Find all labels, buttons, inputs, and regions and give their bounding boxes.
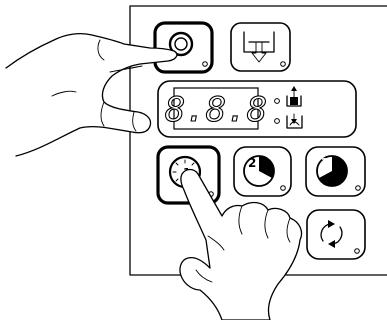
power-button[interactable] <box>153 21 214 74</box>
svg-text:2: 2 <box>248 156 256 170</box>
pointing-hand-icon <box>179 168 303 320</box>
program-2-led <box>280 185 286 191</box>
svg-text:3: 3 <box>321 156 329 170</box>
display-panel: 8.8.8 <box>157 80 357 138</box>
upper-tank-icon <box>286 86 302 107</box>
upper-indicator-led <box>274 98 280 104</box>
program-3-button[interactable]: 3 <box>305 146 366 197</box>
power-led <box>202 61 208 67</box>
power-icon <box>168 31 194 57</box>
program-3-led <box>355 185 361 191</box>
lower-tank-icon <box>286 113 303 129</box>
digit-display: 8.8.8 <box>165 90 267 130</box>
drain-button[interactable] <box>230 22 291 72</box>
digit-display-frame <box>173 87 259 130</box>
hand-pressing-power <box>5 33 178 157</box>
program-2-timer-icon: 2 <box>243 155 275 187</box>
cycle-button[interactable] <box>306 209 366 260</box>
cycle-led <box>354 248 360 254</box>
cycle-icon <box>320 220 343 248</box>
drain-led <box>280 61 286 67</box>
drain-icon <box>243 31 275 63</box>
lower-indicator-led <box>274 118 280 124</box>
pointing-hand-icon <box>5 33 178 157</box>
hand-pressing-program-1 <box>179 168 303 320</box>
program-2-button[interactable]: 2 <box>233 146 292 197</box>
program-3-timer-icon: 3 <box>316 155 348 187</box>
